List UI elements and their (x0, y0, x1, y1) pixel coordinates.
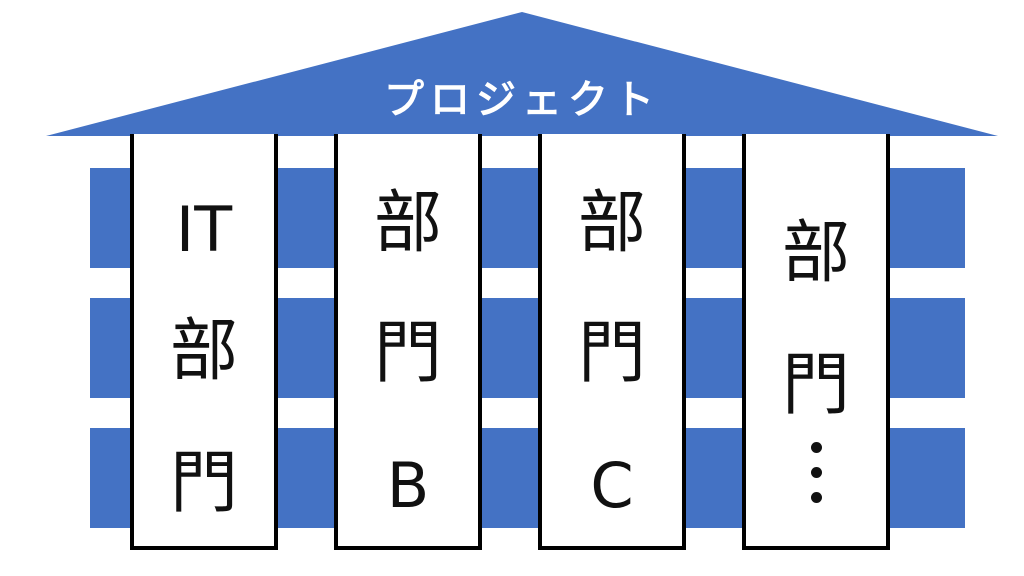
pillar-label-line: 部 (373, 184, 442, 263)
roof (46, 12, 998, 136)
project-title: プロジェクト (384, 77, 660, 123)
pillar-label-line: 門 (373, 314, 442, 393)
vertical-ellipsis-icon (746, 442, 886, 517)
roof-shape (46, 12, 998, 136)
pillar-dept-b: 部 門 B (334, 134, 482, 550)
pillar-label-line: 門 (169, 444, 238, 523)
pillar-dept-more: 部 門 (742, 134, 890, 550)
pillar-it-dept: IT 部 門 (130, 134, 278, 550)
pillar-label-line: C (590, 449, 634, 522)
pillar-label-line: 門 (781, 346, 850, 425)
pillar-label-line: B (386, 449, 430, 522)
pillar-dept-c: 部 門 C (538, 134, 686, 550)
pillar-label-line: 部 (577, 184, 646, 263)
pillar-label-line: IT (175, 193, 233, 266)
pillar-label-line: 部 (781, 214, 850, 293)
pillar-label-line: 部 (169, 312, 238, 391)
pillar-label-line: 門 (577, 314, 646, 393)
